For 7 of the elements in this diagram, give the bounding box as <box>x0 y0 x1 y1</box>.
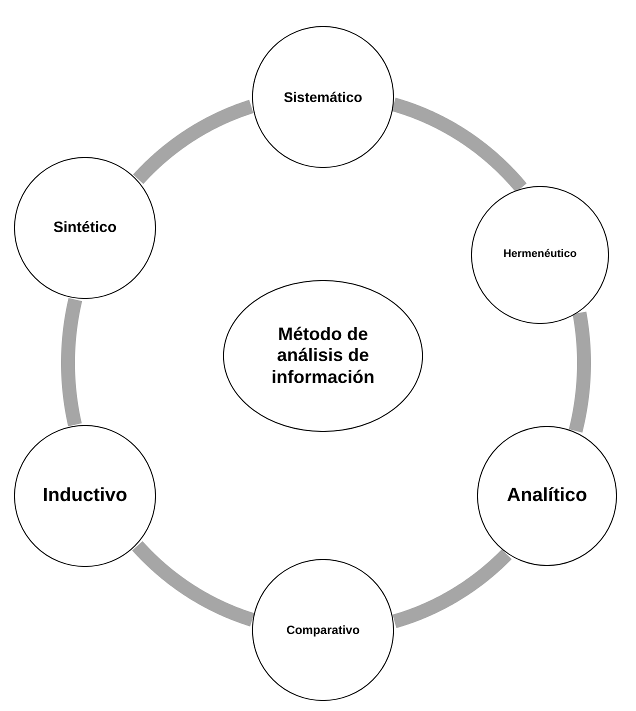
node-label: Inductivo <box>42 484 128 508</box>
node-label: Comparativo <box>286 622 360 638</box>
node-label: Método de análisis de información <box>270 324 376 388</box>
node-label: Hermenéutico <box>503 248 577 262</box>
node-label: Sistemático <box>284 88 362 106</box>
node-label: Analítico <box>506 484 588 508</box>
node-label: Sintético <box>53 219 117 237</box>
